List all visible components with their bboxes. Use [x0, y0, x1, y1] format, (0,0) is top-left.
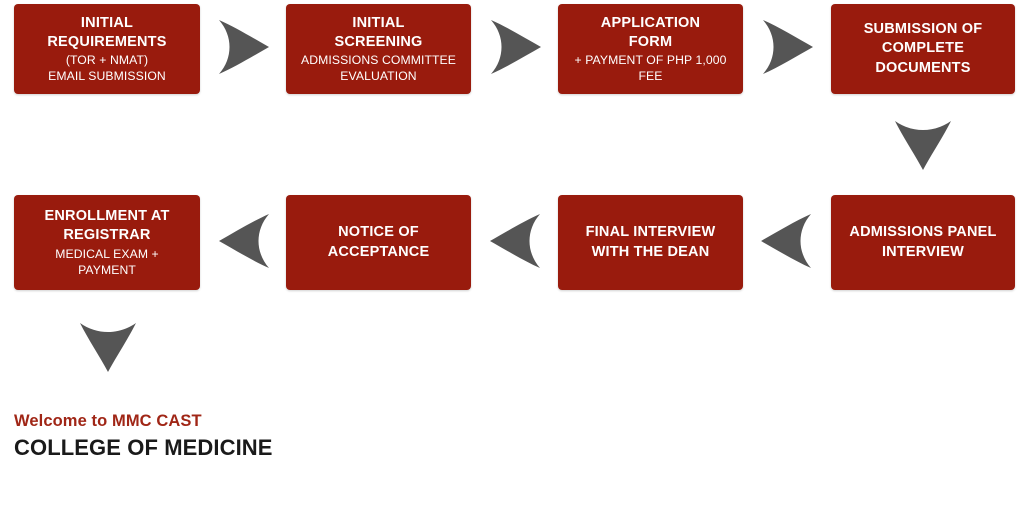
arrow-left-icon: [490, 214, 540, 268]
flow-step-admissions-panel-interview[interactable]: ADMISSIONS PANEL INTERVIEW: [831, 195, 1015, 290]
arrow-left-icon: [219, 214, 269, 268]
flow-step-title: ENROLLMENT AT REGISTRAR: [44, 208, 170, 244]
flow-step-title: INITIAL REQUIREMENTS: [47, 14, 167, 50]
arrow-down-icon: [895, 121, 951, 170]
flow-step-title: FINAL INTERVIEW WITH THE DEAN: [585, 224, 716, 260]
flow-step-title: INITIAL SCREENING: [334, 14, 423, 50]
flow-step-title: NOTICE OF ACCEPTANCE: [327, 224, 430, 260]
flow-step-initial-screening[interactable]: INITIAL SCREENING ADMISSIONS COMMITTEE E…: [286, 4, 471, 94]
arrow-right-icon: [491, 20, 541, 74]
arrow-right-icon: [219, 20, 269, 74]
arrow-left-icon: [761, 214, 811, 268]
flow-step-initial-requirements[interactable]: INITIAL REQUIREMENTS (TOR + NMAT) EMAIL …: [14, 4, 200, 94]
flow-step-subtitle: ADMISSIONS COMMITTEE EVALUATION: [300, 53, 457, 84]
welcome-text: Welcome to MMC CAST: [14, 412, 202, 430]
flow-step-submission-of-complete-documents[interactable]: SUBMISSION OF COMPLETE DOCUMENTS: [831, 4, 1015, 94]
flow-step-subtitle: (TOR + NMAT) EMAIL SUBMISSION: [48, 53, 166, 84]
flow-step-title: APPLICATION FORM: [600, 14, 701, 50]
flow-step-final-interview-with-the-dean[interactable]: FINAL INTERVIEW WITH THE DEAN: [558, 195, 743, 290]
flow-step-title: SUBMISSION OF COMPLETE DOCUMENTS: [863, 21, 983, 76]
flow-step-subtitle: MEDICAL EXAM + PAYMENT: [55, 246, 159, 277]
arrow-down-icon: [80, 323, 136, 372]
flow-step-notice-of-acceptance[interactable]: NOTICE OF ACCEPTANCE: [286, 195, 471, 290]
flow-step-title: ADMISSIONS PANEL INTERVIEW: [849, 224, 997, 260]
flow-step-application-form[interactable]: APPLICATION FORM + PAYMENT OF PHP 1,000 …: [558, 4, 743, 94]
footer-block: Welcome to MMC CAST COLLEGE OF MEDICINE: [14, 410, 534, 462]
arrow-right-icon: [763, 20, 813, 74]
flow-step-enrollment-at-registrar[interactable]: ENROLLMENT AT REGISTRAR MEDICAL EXAM + P…: [14, 195, 200, 290]
program-title: COLLEGE OF MEDICINE: [14, 435, 273, 461]
flow-step-subtitle: + PAYMENT OF PHP 1,000 FEE: [574, 53, 727, 84]
